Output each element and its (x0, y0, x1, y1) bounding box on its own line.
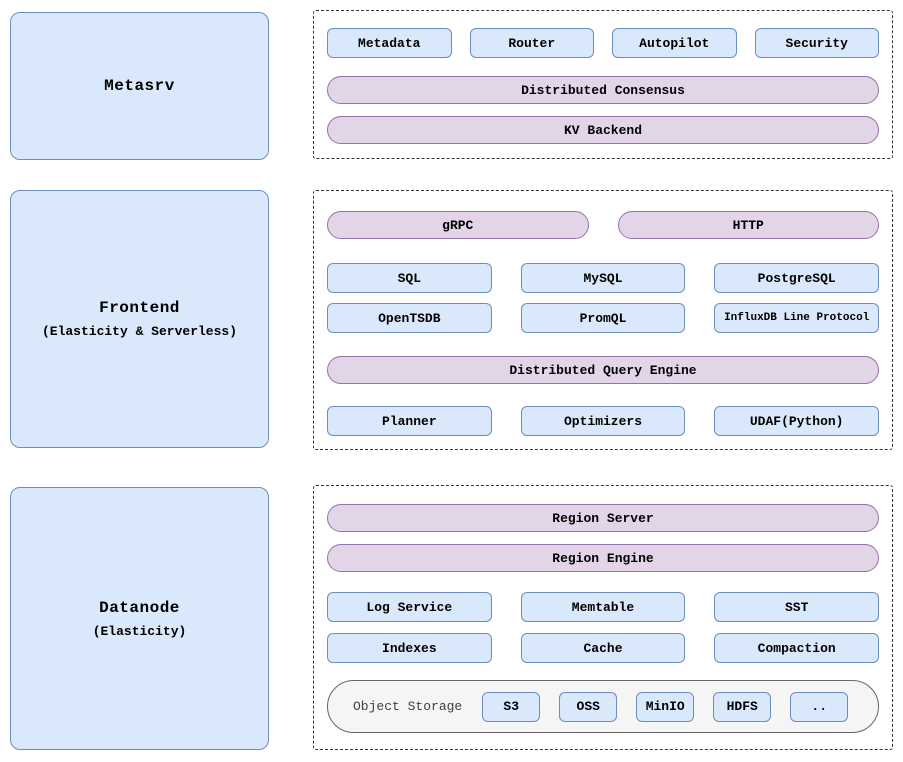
chip-mysql: MySQL (520, 263, 686, 293)
chip-metadata: Metadata (327, 28, 452, 58)
pill-distributed-consensus: Distributed Consensus (327, 76, 879, 104)
chip-indexes: Indexes (327, 633, 492, 663)
chip-opentsdb: OpenTSDB (327, 303, 492, 333)
object-storage-backends-row: S3 OSS MinIO HDFS .. (482, 691, 849, 722)
pill-region-engine: Region Engine (327, 544, 879, 572)
frontend-engine-parts-row: Planner Optimizers UDAF(Python) (327, 406, 880, 436)
datanode-components-row-1: Log Service Memtable SST (327, 592, 880, 622)
object-storage-label: Object Storage (353, 699, 463, 714)
pill-distributed-query-engine: Distributed Query Engine (327, 356, 879, 384)
datanode-node-box: Datanode (Elasticity) (10, 487, 269, 750)
datanode-subtitle: (Elasticity) (92, 623, 187, 639)
chip-sst: SST (714, 592, 880, 622)
chip-optimizers: Optimizers (520, 406, 686, 436)
chip-s3: S3 (482, 691, 541, 722)
frontend-protocols-row-2: OpenTSDB PromQL InfluxDB Line Protocol (327, 303, 880, 333)
chip-planner: Planner (327, 406, 492, 436)
chip-cache: Cache (520, 633, 686, 663)
chip-log-service: Log Service (327, 592, 492, 622)
chip-other-backends: .. (790, 691, 849, 722)
metasrv-title: Metasrv (104, 77, 175, 95)
chip-compaction: Compaction (714, 633, 880, 663)
chip-sql: SQL (327, 263, 492, 293)
pill-http: HTTP (617, 211, 879, 239)
pill-grpc: gRPC (327, 211, 589, 239)
object-storage-group: Object Storage S3 OSS MinIO HDFS .. (327, 680, 879, 733)
chip-postgresql: PostgreSQL (714, 263, 880, 293)
datanode-components-row-2: Indexes Cache Compaction (327, 633, 880, 663)
chip-oss: OSS (559, 691, 618, 722)
frontend-node-box: Frontend (Elasticity & Serverless) (10, 190, 269, 448)
chip-udaf-python: UDAF(Python) (714, 406, 880, 436)
metasrv-modules-row: Metadata Router Autopilot Security (327, 28, 879, 58)
frontend-components-container: gRPC HTTP SQL MySQL PostgreSQL OpenTSDB … (313, 190, 893, 450)
chip-security: Security (754, 28, 879, 58)
chip-promql: PromQL (520, 303, 686, 333)
frontend-transports-row: gRPC HTTP (327, 211, 879, 239)
datanode-components-container: Region Server Region Engine Log Service … (313, 485, 893, 750)
chip-minio: MinIO (636, 691, 695, 722)
pill-kv-backend: KV Backend (327, 116, 879, 144)
chip-autopilot: Autopilot (612, 28, 737, 58)
metasrv-components-container: Metadata Router Autopilot Security Distr… (313, 10, 893, 159)
metasrv-node-box: Metasrv (10, 12, 269, 160)
chip-influxdb-line-protocol: InfluxDB Line Protocol (714, 303, 880, 333)
frontend-protocols-row-1: SQL MySQL PostgreSQL (327, 263, 880, 293)
frontend-subtitle: (Elasticity & Serverless) (41, 324, 238, 339)
chip-hdfs: HDFS (713, 691, 772, 722)
chip-memtable: Memtable (520, 592, 686, 622)
frontend-title: Frontend (99, 299, 180, 317)
pill-region-server: Region Server (327, 504, 879, 532)
datanode-title: Datanode (99, 598, 180, 617)
chip-router: Router (469, 28, 594, 58)
